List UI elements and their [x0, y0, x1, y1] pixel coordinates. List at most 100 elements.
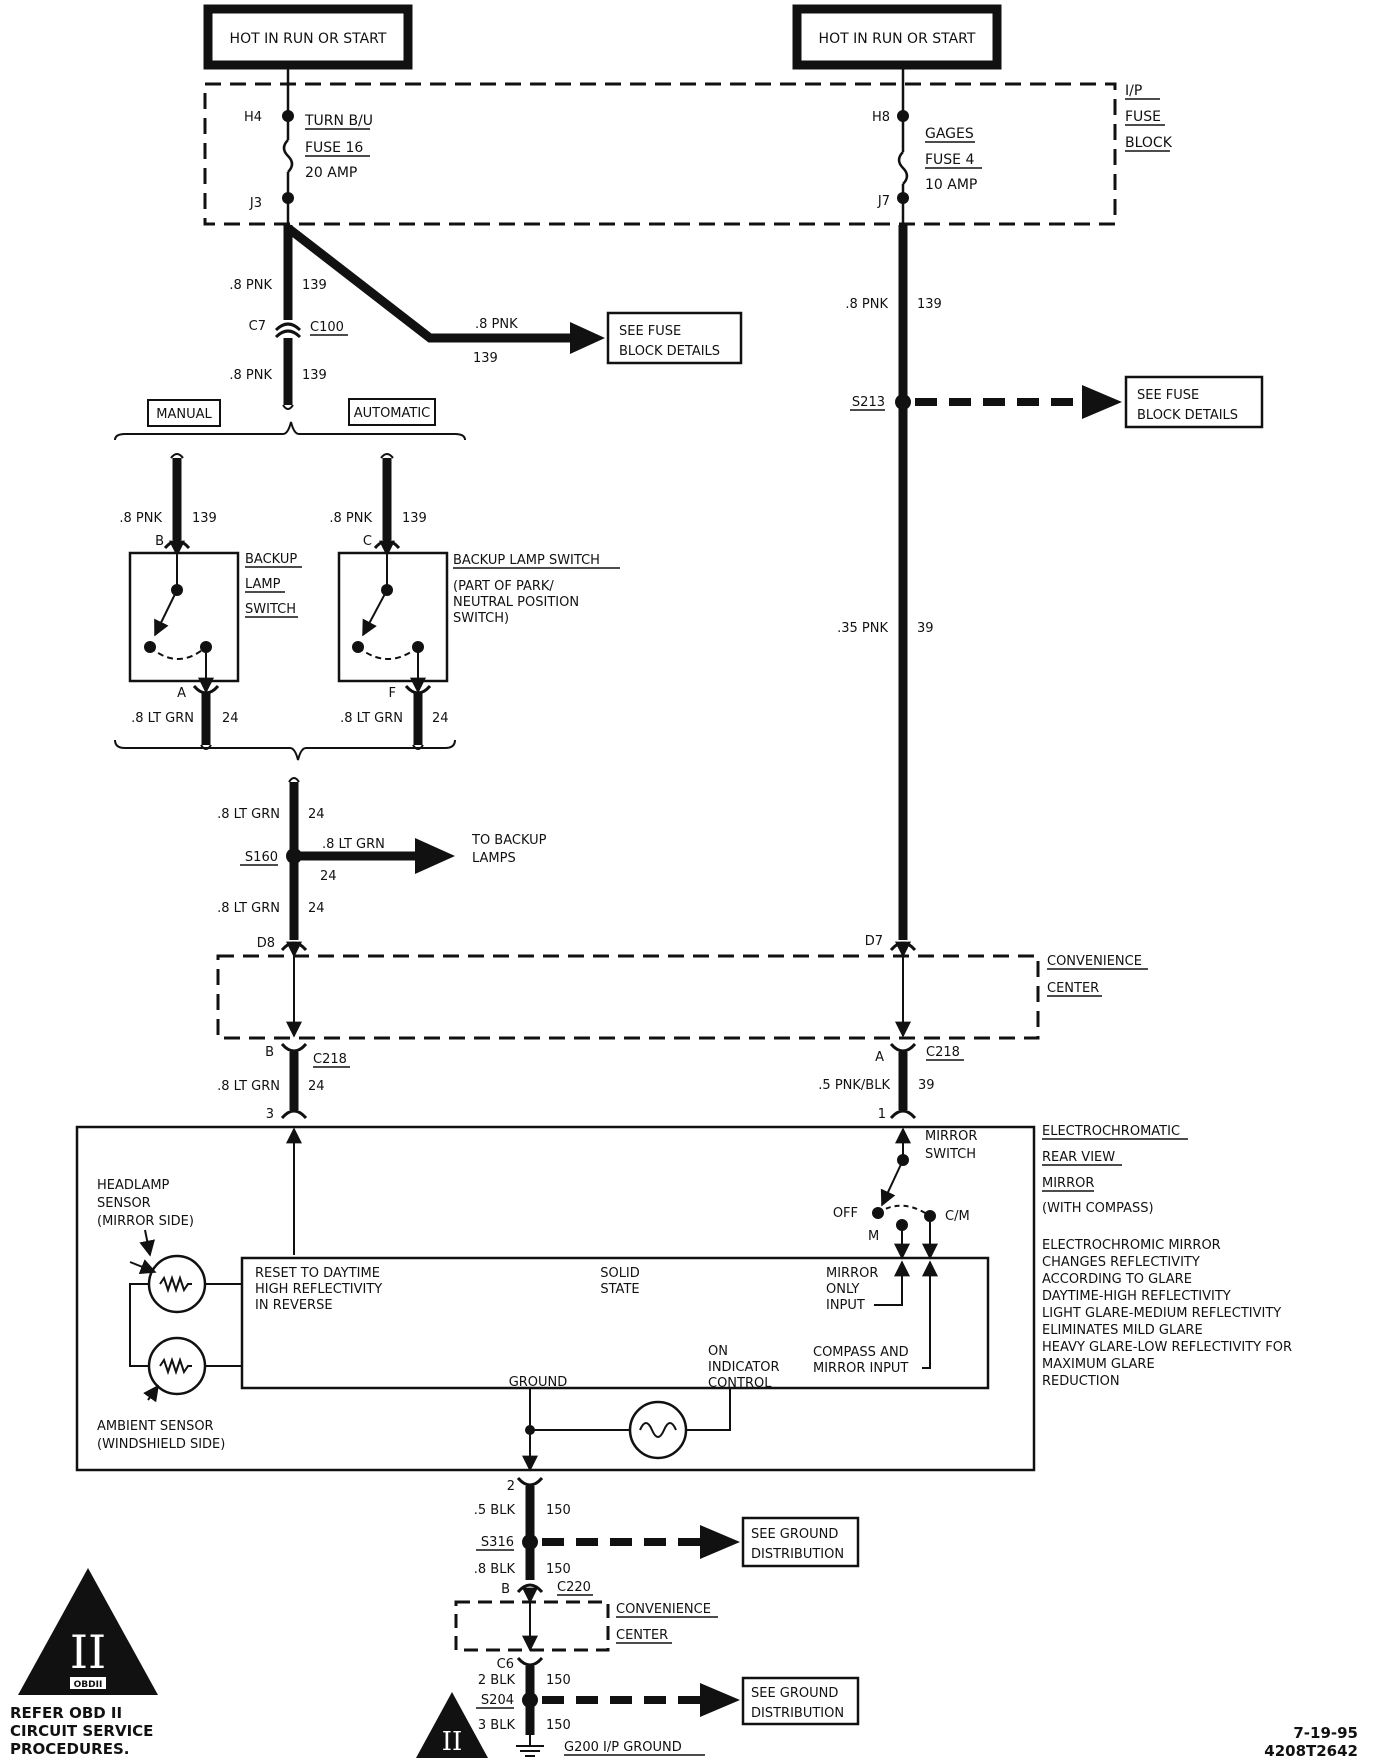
wire-gauge: .8 LT GRN: [131, 711, 194, 726]
s160-section: .8 LT GRN 24 S160 .8 LT GRN 24 TO BACKUP…: [217, 777, 547, 940]
wire-circuit: 139: [402, 511, 427, 526]
fuse-4-pin-bottom: J7: [877, 194, 890, 209]
fuse-block-label-1: I/P: [1125, 83, 1142, 99]
auto-switch-name-1: BACKUP LAMP SWITCH: [453, 553, 600, 568]
s213-name: S213: [852, 395, 885, 410]
fuse-4-name-2: FUSE 4: [925, 152, 974, 168]
mirror-feed-wires: .8 LT GRN 24 3 .5 PNK/BLK 39 1: [217, 1052, 935, 1122]
wire-gauge: .8 PNK: [845, 297, 888, 312]
convenience-center-bottom-box: [454, 1600, 610, 1652]
mirror-only-2: ONLY: [826, 1282, 859, 1297]
wire-circuit: 150: [546, 1673, 571, 1688]
manual-pin-out: A: [177, 686, 186, 701]
obd-ii-triangle-icon: [18, 1568, 158, 1695]
fuse-16-name-1: TURN B/U: [304, 113, 373, 129]
auto-switch-name-4: SWITCH): [453, 611, 509, 626]
ambient-label-1: AMBIENT SENSOR: [97, 1419, 214, 1434]
s316-ref-1: SEE GROUND: [751, 1527, 838, 1542]
branch-ref-2: BLOCK DETAILS: [619, 344, 720, 359]
wire-circuit: 139: [302, 368, 327, 383]
headlamp-sensor: HEADLAMP SENSOR (MIRROR SIDE): [97, 1178, 207, 1314]
mirror-desc-line: LIGHT GLARE-MEDIUM REFLECTIVITY: [1042, 1306, 1281, 1321]
fuse-16-name-2: FUSE 16: [305, 140, 363, 156]
fuse-symbol: [897, 151, 909, 185]
obd-refer-2: CIRCUIT SERVICE: [10, 1722, 153, 1740]
solid-state-module: [240, 1256, 990, 1390]
c218-right: C218: [926, 1045, 960, 1060]
wire-gauge: .8 LT GRN: [340, 711, 403, 726]
branch-gauge: .8 PNK: [475, 317, 518, 332]
reset-line-2: HIGH REFLECTIVITY: [255, 1282, 382, 1297]
auto-switch-name-2: (PART OF PARK/: [453, 579, 554, 594]
automatic-label-box: [348, 398, 436, 426]
s213-arrow: [1082, 385, 1122, 419]
indicator-2: INDICATOR: [708, 1360, 780, 1375]
wire-gauge: .8 LT GRN: [217, 1079, 280, 1094]
manual-backup-lamp-switch: .8 PNK 139 B A .8 LT GRN 24 BACKUP LAMP …: [119, 453, 302, 750]
convenience-center-top: D8 D7 CONVENIENCE CENTER B A C218 C218: [216, 934, 1148, 1068]
s213-ref-2: BLOCK DETAILS: [1137, 408, 1238, 423]
bottom-center-label-2: CENTER: [616, 1628, 668, 1643]
c100-pin: C7: [249, 319, 266, 334]
s316-ref-2: DISTRIBUTION: [751, 1547, 844, 1562]
reset-line-3: IN REVERSE: [255, 1298, 333, 1313]
mirror-desc-line: ACCORDING TO GLARE: [1042, 1272, 1192, 1287]
manual-pin-in: B: [155, 534, 164, 549]
s160-arrow: [415, 838, 455, 874]
s160-ref-2: LAMPS: [472, 851, 516, 866]
mirror-title-4: (WITH COMPASS): [1042, 1201, 1154, 1216]
lamp-filament-icon: [639, 1422, 677, 1438]
pin-d7: D7: [865, 934, 883, 949]
s316-splice-dot: [522, 1534, 538, 1550]
mirror-title-3: MIRROR: [1042, 1176, 1094, 1191]
fuse-16-pin-top: H4: [244, 110, 262, 125]
wire-gauge: 2 BLK: [478, 1673, 516, 1688]
mirror-desc-line: MAXIMUM GLARE: [1042, 1357, 1155, 1372]
ground-label: GROUND: [509, 1375, 568, 1390]
bottom-center-label-1: CONVENIENCE: [616, 1602, 711, 1617]
electrochromatic-mirror: ELECTROCHROMATIC REAR VIEW MIRROR (WITH …: [75, 1124, 1292, 1472]
s204-name: S204: [481, 1693, 514, 1708]
wire-circuit: 24: [222, 711, 239, 726]
obd-ii-badge: II OBDII: [18, 1568, 158, 1695]
indicator-1: ON: [708, 1344, 728, 1359]
wire-gauge: .5 BLK: [474, 1503, 516, 1518]
mirror-pin-1: 1: [878, 1107, 886, 1122]
mirror-ground-pin: 2: [507, 1479, 515, 1494]
see-fuse-block-details-box: [1124, 375, 1264, 429]
left-power-source: HOT IN RUN OR START: [203, 4, 413, 70]
wire-circuit: 39: [918, 1078, 935, 1093]
ip-fuse-block: I/P FUSE BLOCK: [203, 82, 1173, 226]
switch-pos-cm: C/M: [945, 1209, 970, 1224]
wire-gauge: .8 PNK: [229, 278, 272, 293]
resistor-icon: [159, 1356, 192, 1376]
convenience-label-2: CENTER: [1047, 981, 1099, 996]
manual-switch-name-3: SWITCH: [245, 602, 296, 617]
fuse-4-pin-top: H8: [872, 110, 890, 125]
mirror-switch: MIRROR SWITCH OFF M C/M: [833, 1127, 977, 1260]
manual-label: MANUAL: [156, 407, 212, 422]
wire-gauge: .8 PNK: [329, 511, 372, 526]
branch-wire: [285, 224, 570, 343]
mirror-desc-line: ELIMINATES MILD GLARE: [1042, 1323, 1203, 1338]
mirror-pin-3: 3: [266, 1107, 274, 1122]
pin-a: A: [875, 1050, 884, 1065]
fuse-terminal-dot: [897, 192, 909, 204]
c6-pin: C6: [497, 1657, 514, 1672]
auto-switch-body: [337, 551, 449, 683]
obd-badge-tag: OBDII: [74, 1680, 103, 1690]
fuse-block-label-2: FUSE: [1125, 109, 1161, 125]
wire-circuit: 150: [546, 1562, 571, 1577]
automatic-backup-lamp-switch: .8 PNK 139 C F .8 LT GRN 24 BACKUP LAMP …: [329, 453, 620, 750]
option-brace-top: MANUAL AUTOMATIC: [114, 398, 466, 441]
s160-ref-1: TO BACKUP: [471, 833, 547, 848]
wire-circuit: 150: [546, 1503, 571, 1518]
c220-name: C220: [557, 1580, 591, 1595]
wire-circuit: 24: [308, 1079, 325, 1094]
right-feed-wire: .8 PNK 139 S213 SEE FUSE BLOCK DETAILS .…: [837, 225, 1264, 940]
s160-name: S160: [245, 850, 278, 865]
mirror-desc-line: REDUCTION: [1042, 1374, 1120, 1389]
s160-branch-circuit: 24: [320, 869, 337, 884]
obd-refer-1: REFER OBD II: [10, 1704, 122, 1722]
